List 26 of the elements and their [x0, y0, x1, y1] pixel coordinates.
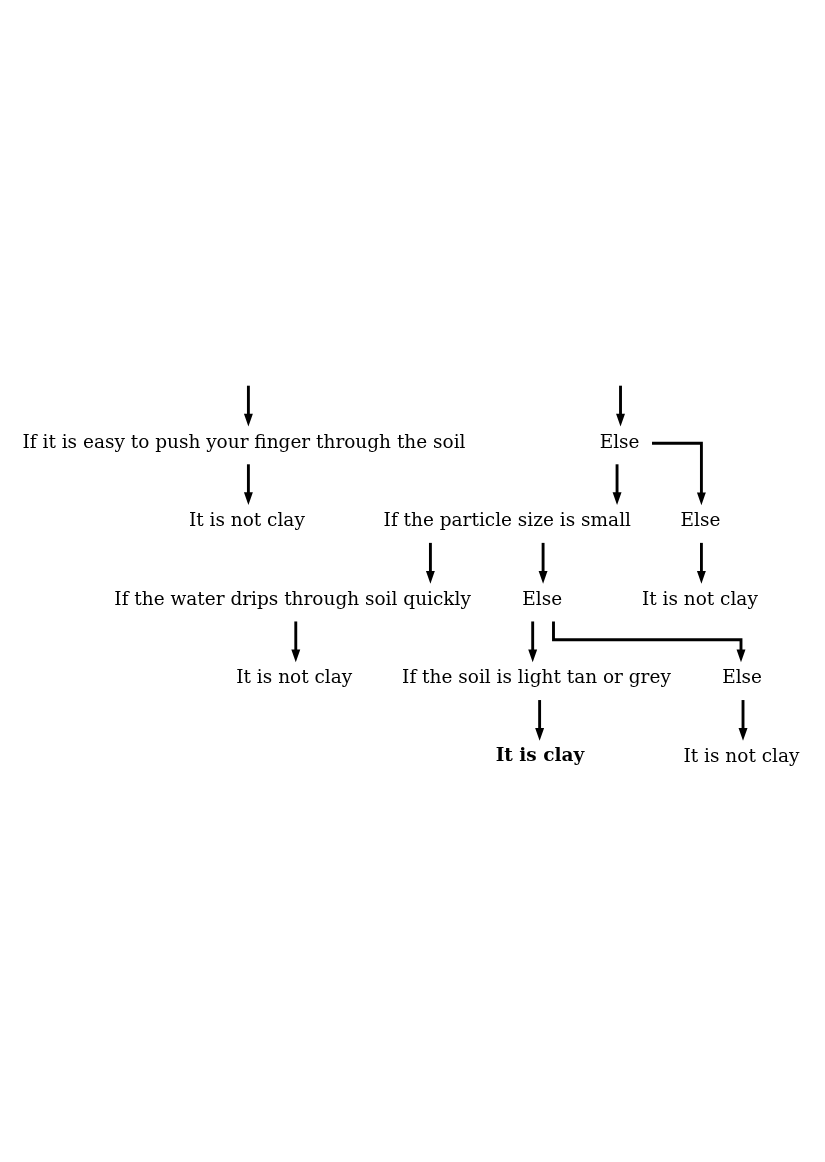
arrow	[612, 463, 622, 505]
arrow	[243, 463, 253, 505]
arrow	[696, 542, 706, 584]
arrow	[243, 385, 253, 427]
node-text: Else	[680, 508, 721, 530]
node-text: It is not clay	[188, 508, 305, 530]
node-text: It is not clay	[683, 744, 800, 766]
arrow	[738, 699, 748, 741]
arrow	[291, 620, 301, 662]
node-text: If the soil is light tan or grey	[402, 665, 671, 687]
node-text: It is clay	[495, 743, 585, 765]
node-text: If it is easy to push your finger through the soil	[22, 430, 466, 452]
arrow	[652, 441, 706, 505]
node-text: Else	[522, 587, 563, 609]
node-text: It is not clay	[641, 587, 758, 609]
arrow	[535, 699, 545, 741]
node-text: Else	[599, 430, 640, 452]
arrow	[528, 620, 538, 662]
node-text: Else	[722, 665, 763, 687]
arrow	[538, 542, 548, 584]
node-text: It is not clay	[236, 665, 353, 687]
node-text: If the water drips through soil quickly	[114, 587, 471, 609]
arrow	[425, 542, 435, 584]
arrow	[552, 620, 746, 662]
node-text: If the particle size is small	[383, 508, 631, 530]
arrow	[616, 385, 625, 427]
